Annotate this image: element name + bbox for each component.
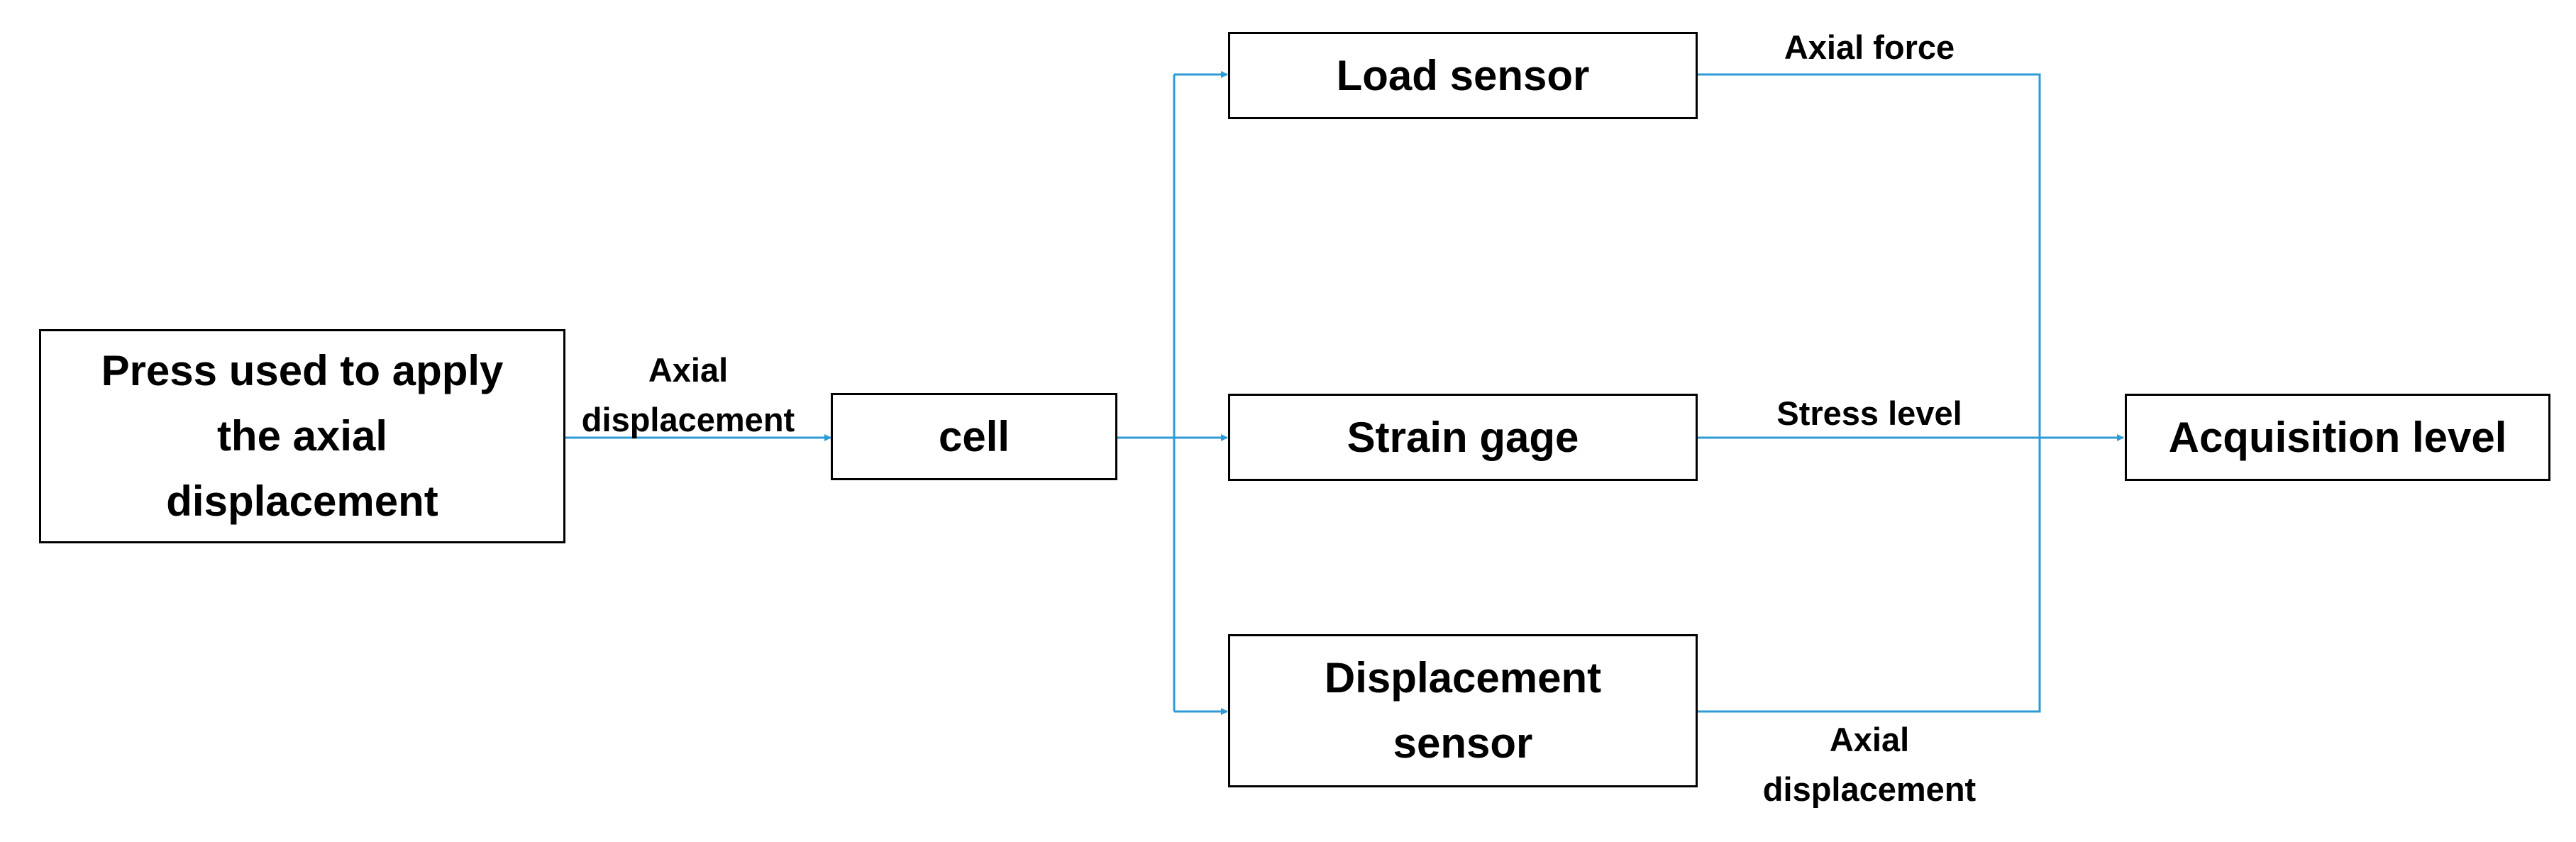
press-node-label: Press used to apply the axial displaceme… — [101, 347, 504, 525]
connector-displacement-sensor-out — [1698, 438, 2041, 713]
displacement-sensor-node: Displacement sensor — [1228, 634, 1698, 787]
press-node: Press used to apply the axial displaceme… — [39, 329, 565, 543]
strain-gage-node: Strain gage — [1228, 394, 1698, 481]
cell-node-label: cell — [938, 412, 1010, 460]
edge-label-axial-force: Axial force — [1784, 28, 1955, 66]
connector-load-sensor-out — [1698, 73, 2041, 438]
displacement-sensor-node-label: Displacement sensor — [1324, 654, 1602, 767]
cell-node: cell — [831, 393, 1117, 480]
load-sensor-node-label: Load sensor — [1336, 51, 1590, 99]
edge-label-axial-displacement-out: Axial displacement — [1762, 721, 1977, 808]
edge-label-press-to-cell: Axial displacement — [581, 351, 795, 438]
edge-label-stress-level: Stress level — [1776, 394, 1962, 432]
acquisition-node-label: Acquisition level — [2168, 413, 2507, 461]
acquisition-node: Acquisition level — [2125, 394, 2550, 481]
load-sensor-node: Load sensor — [1228, 32, 1698, 119]
strain-gage-node-label: Strain gage — [1347, 413, 1579, 461]
